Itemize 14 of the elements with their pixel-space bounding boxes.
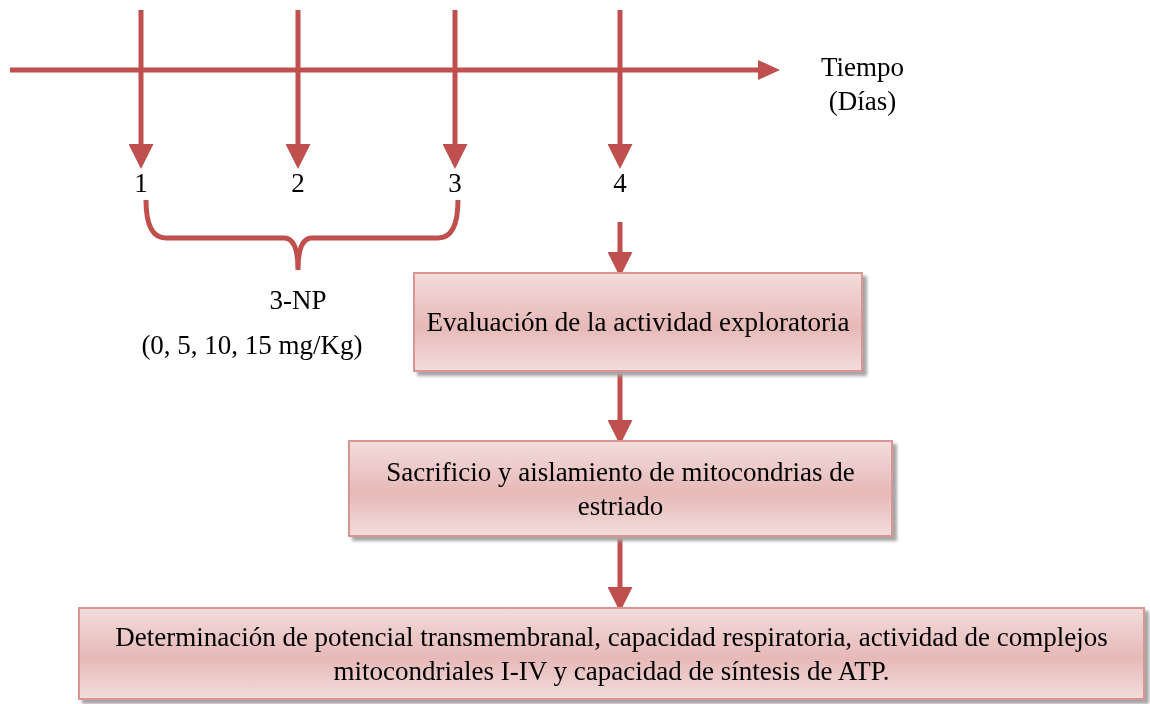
arrow [285, 10, 311, 169]
dose-label: (0, 5, 10, 15 mg/Kg) [140, 329, 364, 362]
arrow [128, 10, 154, 169]
day-number: 4 [600, 150, 640, 200]
arrow [442, 10, 468, 169]
drug-label: 3-NP [268, 284, 328, 317]
process-box: Determinación de potencial transmembranal, capacidad respiratoria, actividad de complejos mitocondriales I-IV y capacidad de síntesis de ATP. [78, 607, 1145, 700]
day-number: 2 [278, 150, 318, 200]
arrow [607, 10, 633, 169]
day-number: 3 [435, 150, 475, 200]
axis-label: Tiempo (Días) [820, 51, 905, 118]
process-box: Evaluación de la actividad exploratoria [413, 272, 863, 372]
day-number: 1 [121, 150, 161, 200]
process-box: Sacrificio y aislamiento de mitocondrias de estriado [348, 440, 893, 537]
